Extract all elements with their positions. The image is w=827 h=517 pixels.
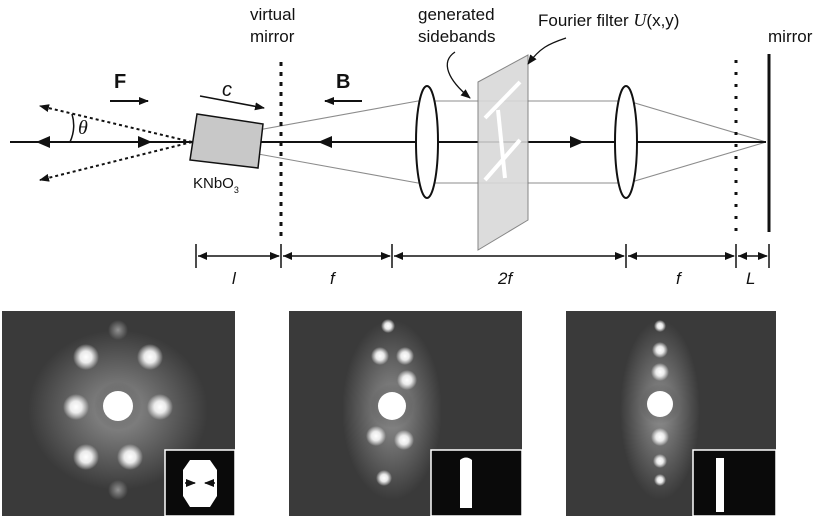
filter-inset-3 (692, 449, 777, 517)
distance-markers (195, 244, 770, 268)
theta-label: θ (78, 117, 88, 139)
optical-diagram: θ F B c KNbO3 virtual mirror (10, 5, 813, 288)
far-field-panel-2 (289, 311, 523, 517)
virtual-mirror-label-2: mirror (250, 27, 295, 46)
axis-arrow-forward-icon (570, 136, 584, 148)
sidebands-label-1: generated (418, 5, 495, 24)
axis-arrow-right-icon (138, 136, 152, 148)
sidebands-label-2: sidebands (418, 27, 496, 46)
fourier-filter-plate (477, 54, 529, 251)
mirror-label: mirror (768, 27, 813, 46)
axis-arrow-left-icon (36, 136, 50, 148)
theta-arc (69, 113, 75, 143)
axis-arrow-backward-icon (318, 136, 332, 148)
c-axis-arrow-icon (199, 95, 265, 111)
far-field-panel-1 (2, 311, 236, 517)
distance-L-label: L (746, 269, 755, 288)
output-beam-lower (39, 141, 193, 182)
distance-f2-label: f (676, 269, 683, 288)
knbo3-crystal: c KNbO3 (189, 79, 265, 195)
forward-label: F (114, 71, 126, 93)
sidebands-pointer-icon (446, 51, 471, 99)
distance-2f-label: 2f (497, 269, 514, 288)
fourier-filter-label: Fourier filter U(x,y) (538, 10, 679, 30)
virtual-mirror-label-1: virtual (250, 5, 295, 24)
far-field-panel-3 (566, 311, 777, 517)
crystal-label: KNbO3 (193, 175, 239, 195)
backward-label: B (336, 71, 350, 93)
filter-inset-1 (164, 449, 236, 517)
distance-l-label: l (232, 269, 237, 288)
lens-right (614, 85, 638, 199)
output-beam-upper (39, 104, 193, 143)
c-axis-label: c (222, 79, 232, 101)
lens-left (415, 85, 439, 199)
filter-inset-2 (430, 449, 523, 517)
filter-pointer-icon (527, 37, 567, 65)
distance-f1-label: f (330, 269, 337, 288)
